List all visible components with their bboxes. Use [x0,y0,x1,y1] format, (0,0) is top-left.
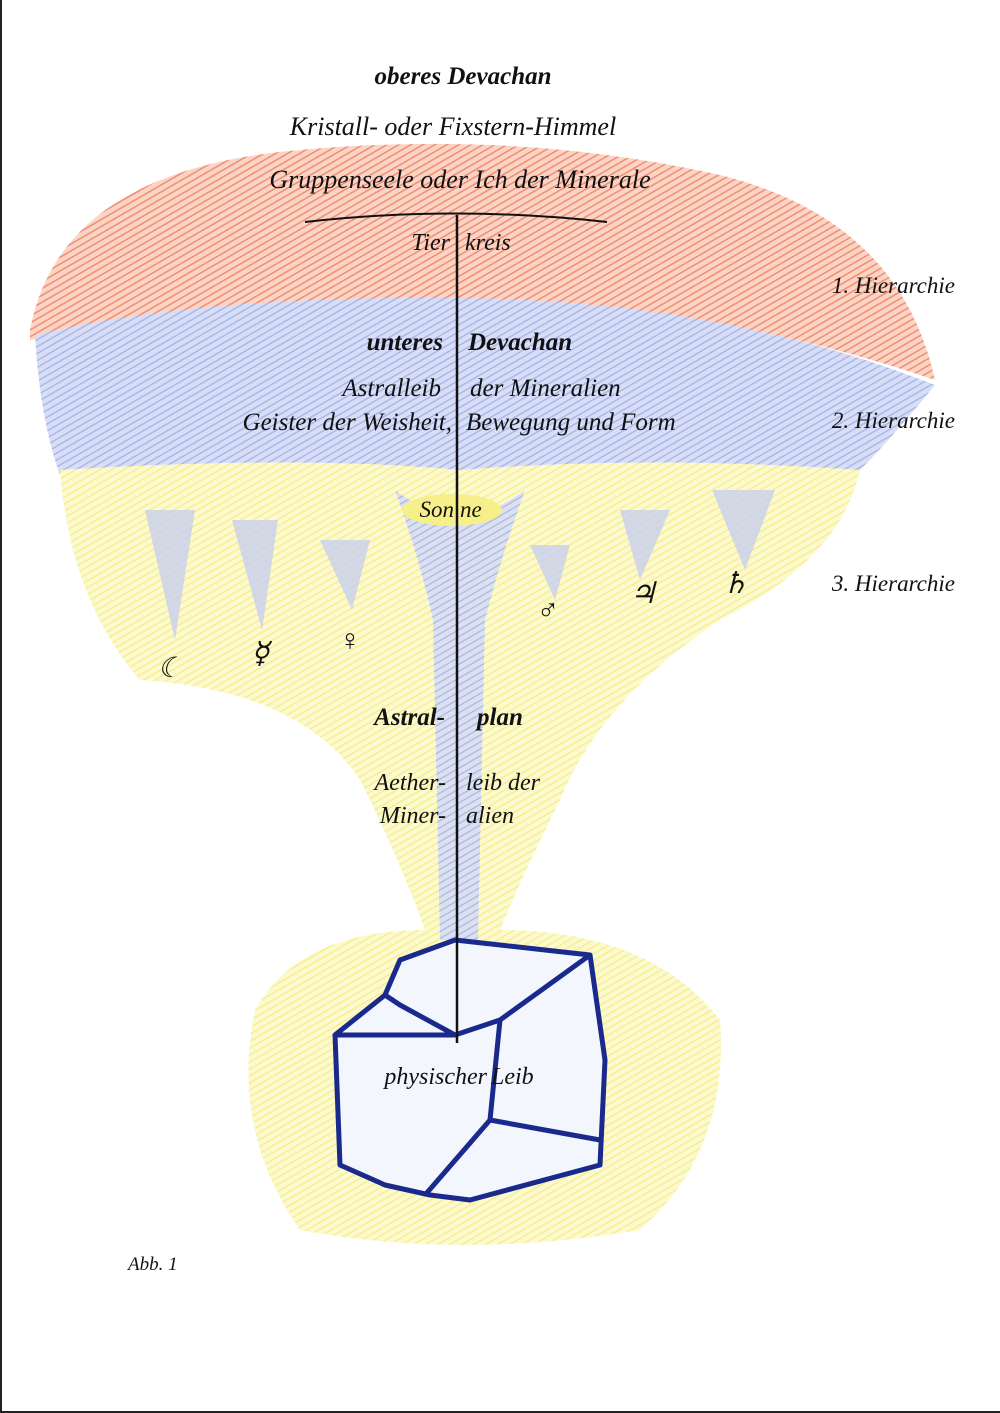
ether-body-right-2: alien [466,803,514,829]
mars-icon: ♂ [537,594,560,627]
venus-icon: ♀ [339,624,362,657]
sun-right: ne [460,497,482,522]
zodiac-right: kreis [465,230,511,256]
ether-body-left-2: Miner- [379,803,446,829]
astral-plane-left: Astral- [372,704,445,731]
ether-body-left-1: Aether- [373,770,446,796]
astral-body-right: der Mineralien [470,375,621,402]
moon-icon: ☾ [157,653,182,684]
physical-body-left: physischer [382,1064,487,1090]
physical-body-right: Leib [490,1064,534,1090]
lower-devachan-band [35,297,935,475]
hierarchy-3-label: 3. Hierarchie [831,571,955,596]
saturn-icon: ♄ [722,567,749,600]
spirits-left: Geister der Weisheit, [243,409,452,436]
spirits-right: Bewegung und Form [466,409,676,436]
zodiac-left: Tier [411,230,450,256]
crystal-cube [332,937,608,1203]
astral-body-left: Astralleib [340,375,441,402]
title: oberes Devachan [374,63,551,90]
subtitle-group-soul: Gruppenseele oder Ich der Minerale [269,165,650,194]
figure-caption: Abb. 1 [126,1254,178,1275]
planet-rays [145,490,775,640]
sun-glow [402,494,502,526]
zodiac-arc [304,212,608,223]
sun-left: Son [420,497,455,522]
subtitle-crystal-heaven: Kristall- oder Fixstern-Himmel [289,112,616,141]
lower-devachan-left: unteres [367,329,443,356]
jupiter-icon: ♃ [630,577,658,610]
sun-stem [395,490,525,940]
lower-devachan-right: Devachan [467,329,572,356]
hierarchy-1-label: 1. Hierarchie [832,273,955,298]
astral-plane-right: plan [475,704,523,731]
hierarchy-2-label: 2. Hierarchie [832,408,955,433]
mercury-icon: ☿ [251,637,273,670]
ether-body-right-1: leib der [466,770,541,796]
